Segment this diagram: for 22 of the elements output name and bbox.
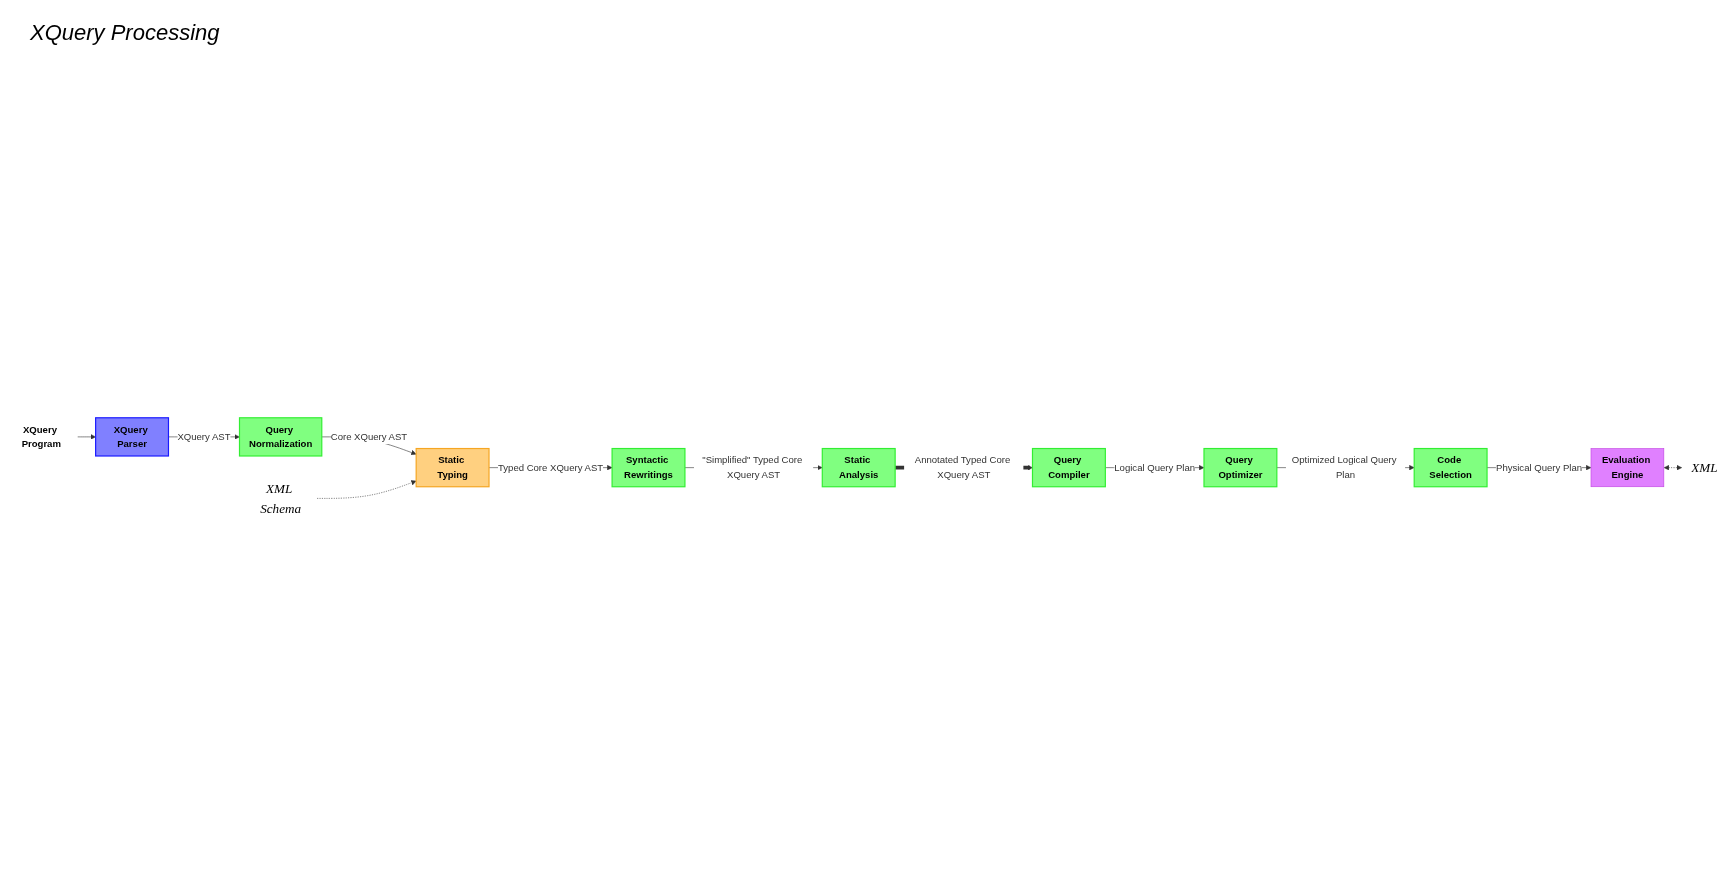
diagram-label: XQuery Processing: [30, 20, 220, 46]
node-box: Static Typing: [415, 447, 490, 487]
node-box: Code Selection: [1413, 447, 1488, 487]
edge-label: Typed Core XQuery AST: [497, 461, 604, 473]
edge-label: Optimized Logical Query Plan: [1291, 454, 1397, 480]
edge-label: Physical Query Plan: [1496, 461, 1583, 473]
node-box: Query Optimizer: [1203, 447, 1278, 487]
node-box: Query Normalization: [238, 416, 323, 457]
node-text: XQuery Program: [21, 424, 61, 449]
node-box: XQuery Parser: [95, 416, 170, 457]
node-box: Syntactic Rewritings: [611, 447, 686, 487]
edge-label: Core XQuery AST: [330, 431, 408, 442]
edge-label: XQuery AST: [177, 431, 231, 442]
edge-label: Annotated Typed Core XQuery AST: [914, 454, 1011, 480]
edge-label: "Simplified" Typed Core XQuery AST: [702, 454, 803, 480]
arrow: [1663, 464, 1682, 470]
node-text: XML Schema: [260, 480, 302, 516]
edge-label: Logical Query Plan: [1114, 461, 1196, 473]
node-box: Static Analysis: [821, 447, 896, 487]
node-box: Evaluation Engine: [1590, 447, 1665, 487]
node-box: Query Compiler: [1031, 447, 1106, 487]
node-text: XML: [1691, 459, 1718, 475]
